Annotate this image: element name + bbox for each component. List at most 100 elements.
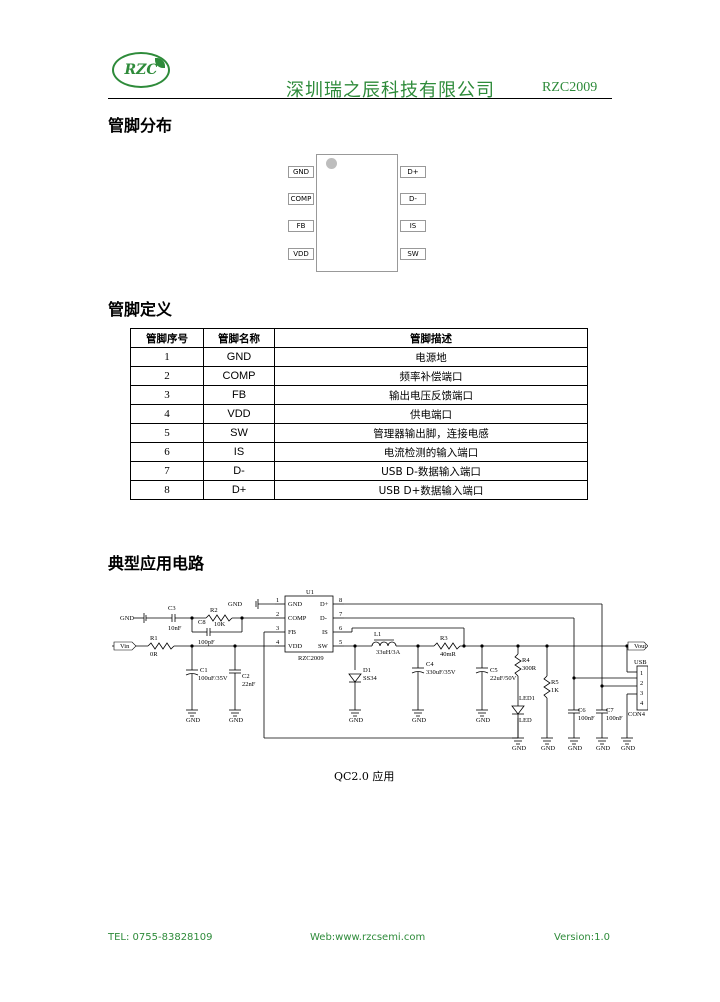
company-name: 深圳瑞之辰科技有限公司 [286,80,495,101]
ic-pin-number: 6 [339,625,343,632]
r2-value: 10K [214,621,226,628]
ic-pin-number: 4 [276,639,280,646]
d1-ref: D1 [363,667,371,674]
table-row: 3 FB 输出电压反馈端口 [130,385,588,405]
pin-label-is: IS [400,220,426,232]
usb-ref: USB [634,659,647,666]
pin-description: USB D-数据输入端口 [274,461,588,481]
ic-pin-name: D- [320,615,327,622]
pin-definition-table: 管脚序号 管脚名称 管脚描述 1 GND 电源地 2 COMP 频率补偿端口 3… [130,328,588,500]
pin-description: 电流检测的输入端口 [274,442,588,462]
vout-port [627,641,648,651]
section-title-definition: 管脚定义 [108,300,173,319]
r4-value: 300R [522,665,537,672]
r3-value: 40mR [440,651,457,658]
pin-description: 频率补偿端口 [274,366,588,386]
pin-number: 5 [130,423,204,443]
table-row: 8 D+ USB D+数据输入端口 [130,480,588,500]
ic-pin-number: 1 [276,597,279,604]
pin-name: VDD [203,404,275,424]
pin-name: D- [203,461,275,481]
footer-website[interactable]: Web:www.rzcsemi.com [310,932,426,943]
schematic-wires [112,595,648,745]
logo-text: RZC [124,62,158,78]
gnd-label: GND [596,745,610,752]
ic-pin-name: GND [288,601,302,608]
leaf-icon [155,58,165,68]
c7-ref: C7 [606,707,614,714]
ic-pin-number: 7 [339,611,343,618]
pin-name: COMP [203,366,275,386]
r2-ref: R2 [210,607,218,614]
junction-dots [190,616,629,688]
pin-description: 管理器输出脚，连接电感 [274,423,588,443]
table-header-row: 管脚序号 管脚名称 管脚描述 [130,328,588,348]
r3-ref: R3 [440,635,448,642]
schematic-labels: GND C3 10nF R2 10K C8 100pF GND U1 RZC20… [120,589,647,752]
gnd-label: GND [568,745,582,752]
connector-ref: CON4 [628,711,646,718]
table-row: 1 GND 电源地 [130,347,588,367]
c8-ref: C8 [198,619,206,626]
c6-value: 100nF [578,715,595,722]
d1-value: SS34 [363,675,377,682]
ic-name: RZC2009 [298,655,324,662]
c4-value: 330uF/35V [426,669,456,676]
r5-value: 1K [551,687,559,694]
pin-label-gnd: GND [288,166,314,178]
ic-pin-name: D+ [320,601,329,608]
c6-ref: C6 [578,707,586,714]
ic-ref: U1 [306,589,314,596]
c1-value: 100uF/35V [198,675,228,682]
pin-name: GND [203,347,275,367]
table-row: 5 SW 管理器输出脚，连接电感 [130,423,588,443]
gnd-label: GND [541,745,555,752]
table-row: 4 VDD 供电端口 [130,404,588,424]
section-title-pinout: 管脚分布 [108,116,173,135]
l1-value: 33uH/3A [376,649,401,656]
pin-number: 3 [130,385,204,405]
section-title-circuit: 典型应用电路 [108,554,205,573]
table-row: 6 IS 电流检测的输入端口 [130,442,588,462]
table-row: 7 D- USB D-数据输入端口 [130,461,588,481]
pin-number: 8 [130,480,204,500]
c4-ref: C4 [426,661,434,668]
r5-ref: R5 [551,679,559,686]
gnd-label: GND [186,717,200,724]
column-header: 管脚描述 [274,328,588,348]
table-row: 2 COMP 频率补偿端口 [130,366,588,386]
pin-description: 输出电压反馈端口 [274,385,588,405]
r1-value: 0R [150,651,158,658]
ic-pin-number: 2 [276,611,279,618]
gnd-label: GND [228,601,242,608]
pin-label-fb: FB [288,220,314,232]
schematic-caption: QC2.0 应用 [334,770,395,783]
ic-pin-name: SW [318,643,329,650]
pin-description: USB D+数据输入端口 [274,480,588,500]
ic-pin-number: 8 [339,597,342,604]
c8-value: 100pF [198,639,215,646]
pin-number: 4 [130,404,204,424]
c5-ref: C5 [490,667,498,674]
usb-pin-number: 1 [640,670,643,677]
gnd-label: GND [229,717,243,724]
gnd-label: GND [512,745,526,752]
company-logo: RZC [112,52,170,88]
c5-value: 22uF/50V [490,675,517,682]
vout-label: Vout [634,643,646,650]
column-header: 管脚名称 [203,328,275,348]
pin-name: IS [203,442,275,462]
usb-pin-number: 4 [640,700,644,707]
vin-label: Vin [120,643,130,650]
c7-value: 100nF [606,715,623,722]
l1-ref: L1 [374,631,381,638]
pin-number: 6 [130,442,204,462]
application-schematic: GND C3 10nF R2 10K C8 100pF GND U1 RZC20… [112,589,648,752]
c3-value: 10nF [168,625,182,632]
ic-pin-number: 5 [339,639,342,646]
ic-pin-name: COMP [288,615,307,622]
pin-description: 供电端口 [274,404,588,424]
column-header: 管脚序号 [130,328,204,348]
gnd-label: GND [412,717,426,724]
footer-version: Version:1.0 [554,932,611,943]
